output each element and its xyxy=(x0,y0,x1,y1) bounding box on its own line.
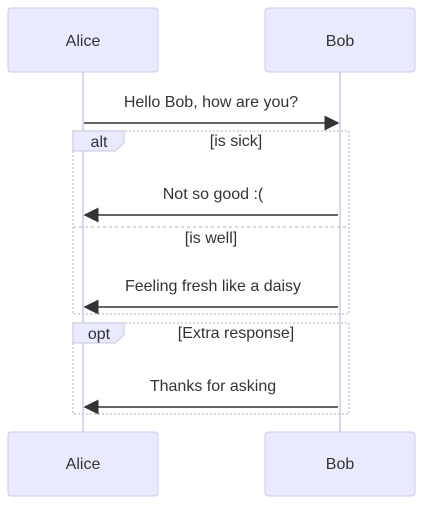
actor-label: Bob xyxy=(326,456,355,473)
actor-bob-bottom: Bob xyxy=(264,431,416,497)
fragment-else-condition: [is well] xyxy=(185,230,237,247)
opt-fragment: opt [Extra response] xyxy=(72,322,350,415)
fragment-condition: [Extra response] xyxy=(178,325,295,342)
actor-alice-bottom: Alice xyxy=(7,431,159,497)
fragment-keyword: opt xyxy=(88,326,111,343)
fragment-keyword-box xyxy=(72,130,125,152)
fragment-keyword: alt xyxy=(91,134,108,151)
message-label: Thanks for asking xyxy=(150,378,276,395)
message-label: Not so good :( xyxy=(163,186,264,203)
fragment-keyword-box xyxy=(72,322,125,344)
actor-alice-top: Alice xyxy=(7,7,159,73)
actor-label: Alice xyxy=(66,33,101,50)
actor-label: Alice xyxy=(66,456,101,473)
actor-label: Bob xyxy=(326,33,355,50)
message-label: Hello Bob, how are you? xyxy=(124,94,298,111)
alt-fragment: alt [is sick] [is well] xyxy=(72,130,350,315)
message-label: Feeling fresh like a daisy xyxy=(125,278,301,295)
actor-bob-top: Bob xyxy=(264,7,416,73)
fragment-condition: [is sick] xyxy=(210,133,262,150)
